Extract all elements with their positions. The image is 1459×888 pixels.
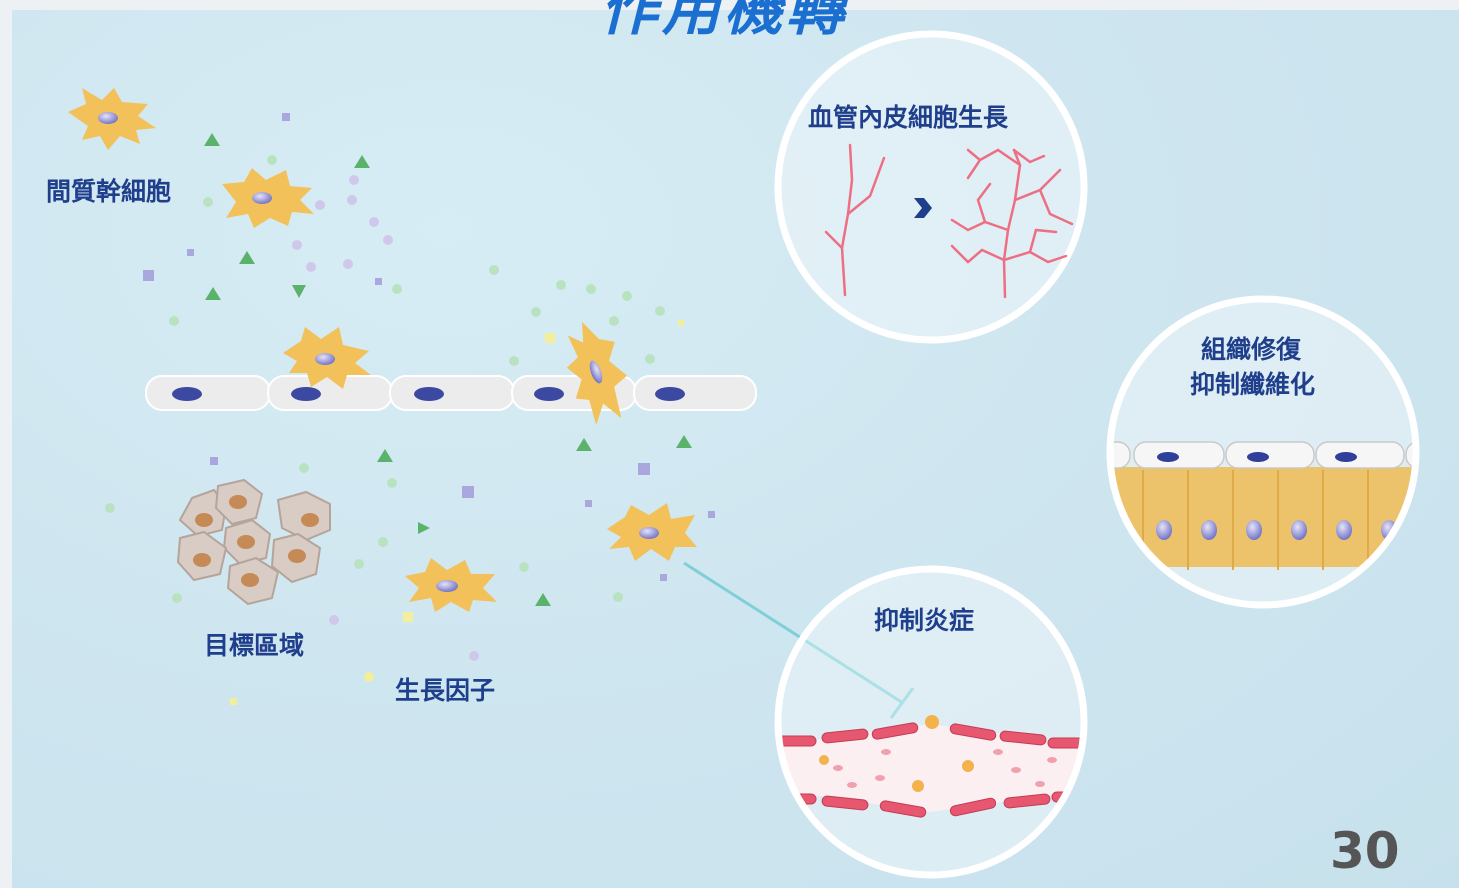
angiogenesis-circle xyxy=(774,30,1088,344)
target-area-label: 目標區域 xyxy=(204,631,305,660)
tissue-repair-circle xyxy=(1106,295,1420,609)
msc-label: 間質幹細胞 xyxy=(46,177,172,206)
anti-fibrosis-label: 抑制纖維化 xyxy=(1190,370,1316,399)
page-number: 30 xyxy=(1330,822,1400,880)
tissue-repair-label: 組織修復 xyxy=(1201,335,1302,364)
angiogenesis-label: 血管內皮細胞生長 xyxy=(808,103,1009,132)
inhibition-pointer xyxy=(683,561,915,719)
growth-factor-label: 生長因子 xyxy=(395,676,496,705)
msc-cells xyxy=(68,88,697,612)
target-tissue-cluster xyxy=(176,478,331,606)
vessel-endothelium xyxy=(145,375,757,411)
growth-factor-particles xyxy=(105,113,715,705)
slide-title: 作用機轉 xyxy=(600,0,849,43)
anti-inflammation-label: 抑制炎症 xyxy=(874,606,975,635)
inflammation-circle xyxy=(774,565,1088,879)
